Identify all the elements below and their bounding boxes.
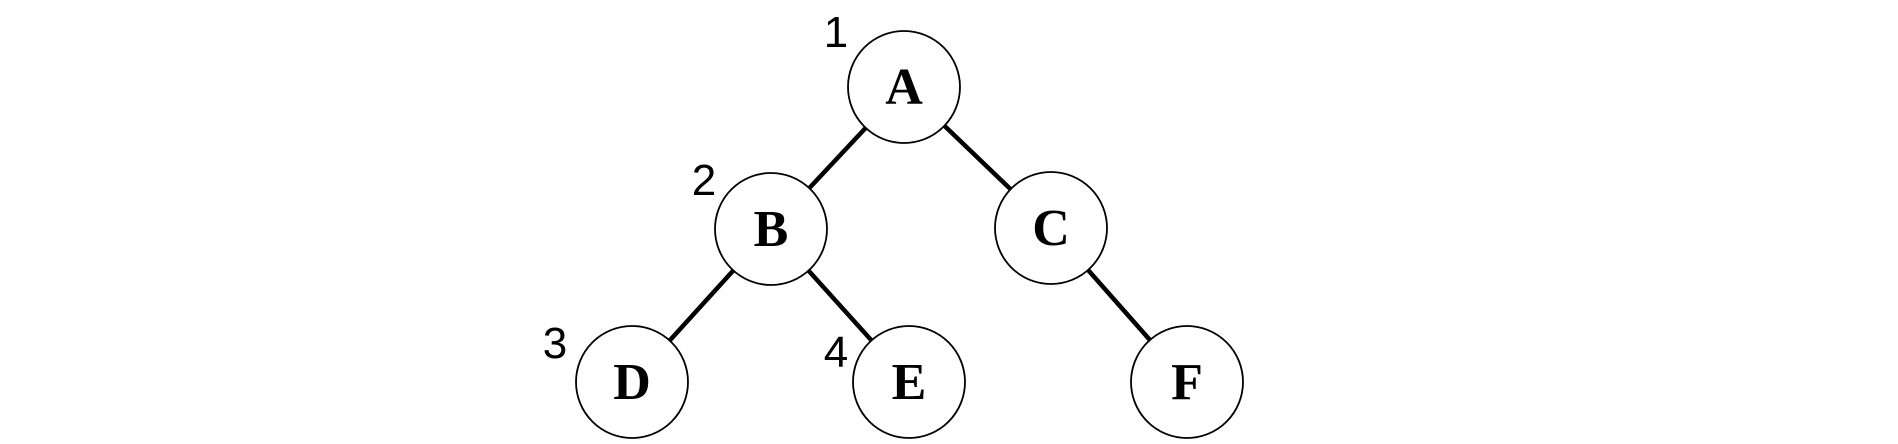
- tree-node-B: B: [714, 172, 828, 286]
- tree-node-D: D: [575, 325, 689, 439]
- tree-node-circle-B: [714, 172, 828, 286]
- order-labels-group: 1 2 3 4: [543, 8, 848, 377]
- tree-node-circle-D: [575, 325, 689, 439]
- order-number-label-A: 1: [824, 8, 848, 57]
- order-number-label-B: 2: [692, 156, 716, 205]
- tree-node-A: A: [847, 30, 961, 144]
- tree-node-E: E: [852, 325, 966, 439]
- tree-nodes-group: A B C D E F: [575, 30, 1244, 439]
- tree-node-circle-A: [847, 30, 961, 144]
- order-number-label-E: 4: [824, 328, 848, 377]
- tree-node-letter-B: B: [754, 201, 789, 258]
- tree-node-circle-E: [852, 325, 966, 439]
- tree-node-circle-F: [1130, 325, 1244, 439]
- tree-node-letter-E: E: [892, 354, 927, 411]
- tree-node-letter-A: A: [885, 59, 923, 116]
- tree-node-F: F: [1130, 325, 1244, 439]
- tree-node-letter-F: F: [1171, 354, 1203, 411]
- tree-node-letter-D: D: [613, 354, 651, 411]
- tree-node-letter-C: C: [1032, 200, 1070, 257]
- tree-node-circle-C: [994, 171, 1108, 285]
- order-number-label-D: 3: [543, 319, 567, 368]
- tree-node-C: C: [994, 171, 1108, 285]
